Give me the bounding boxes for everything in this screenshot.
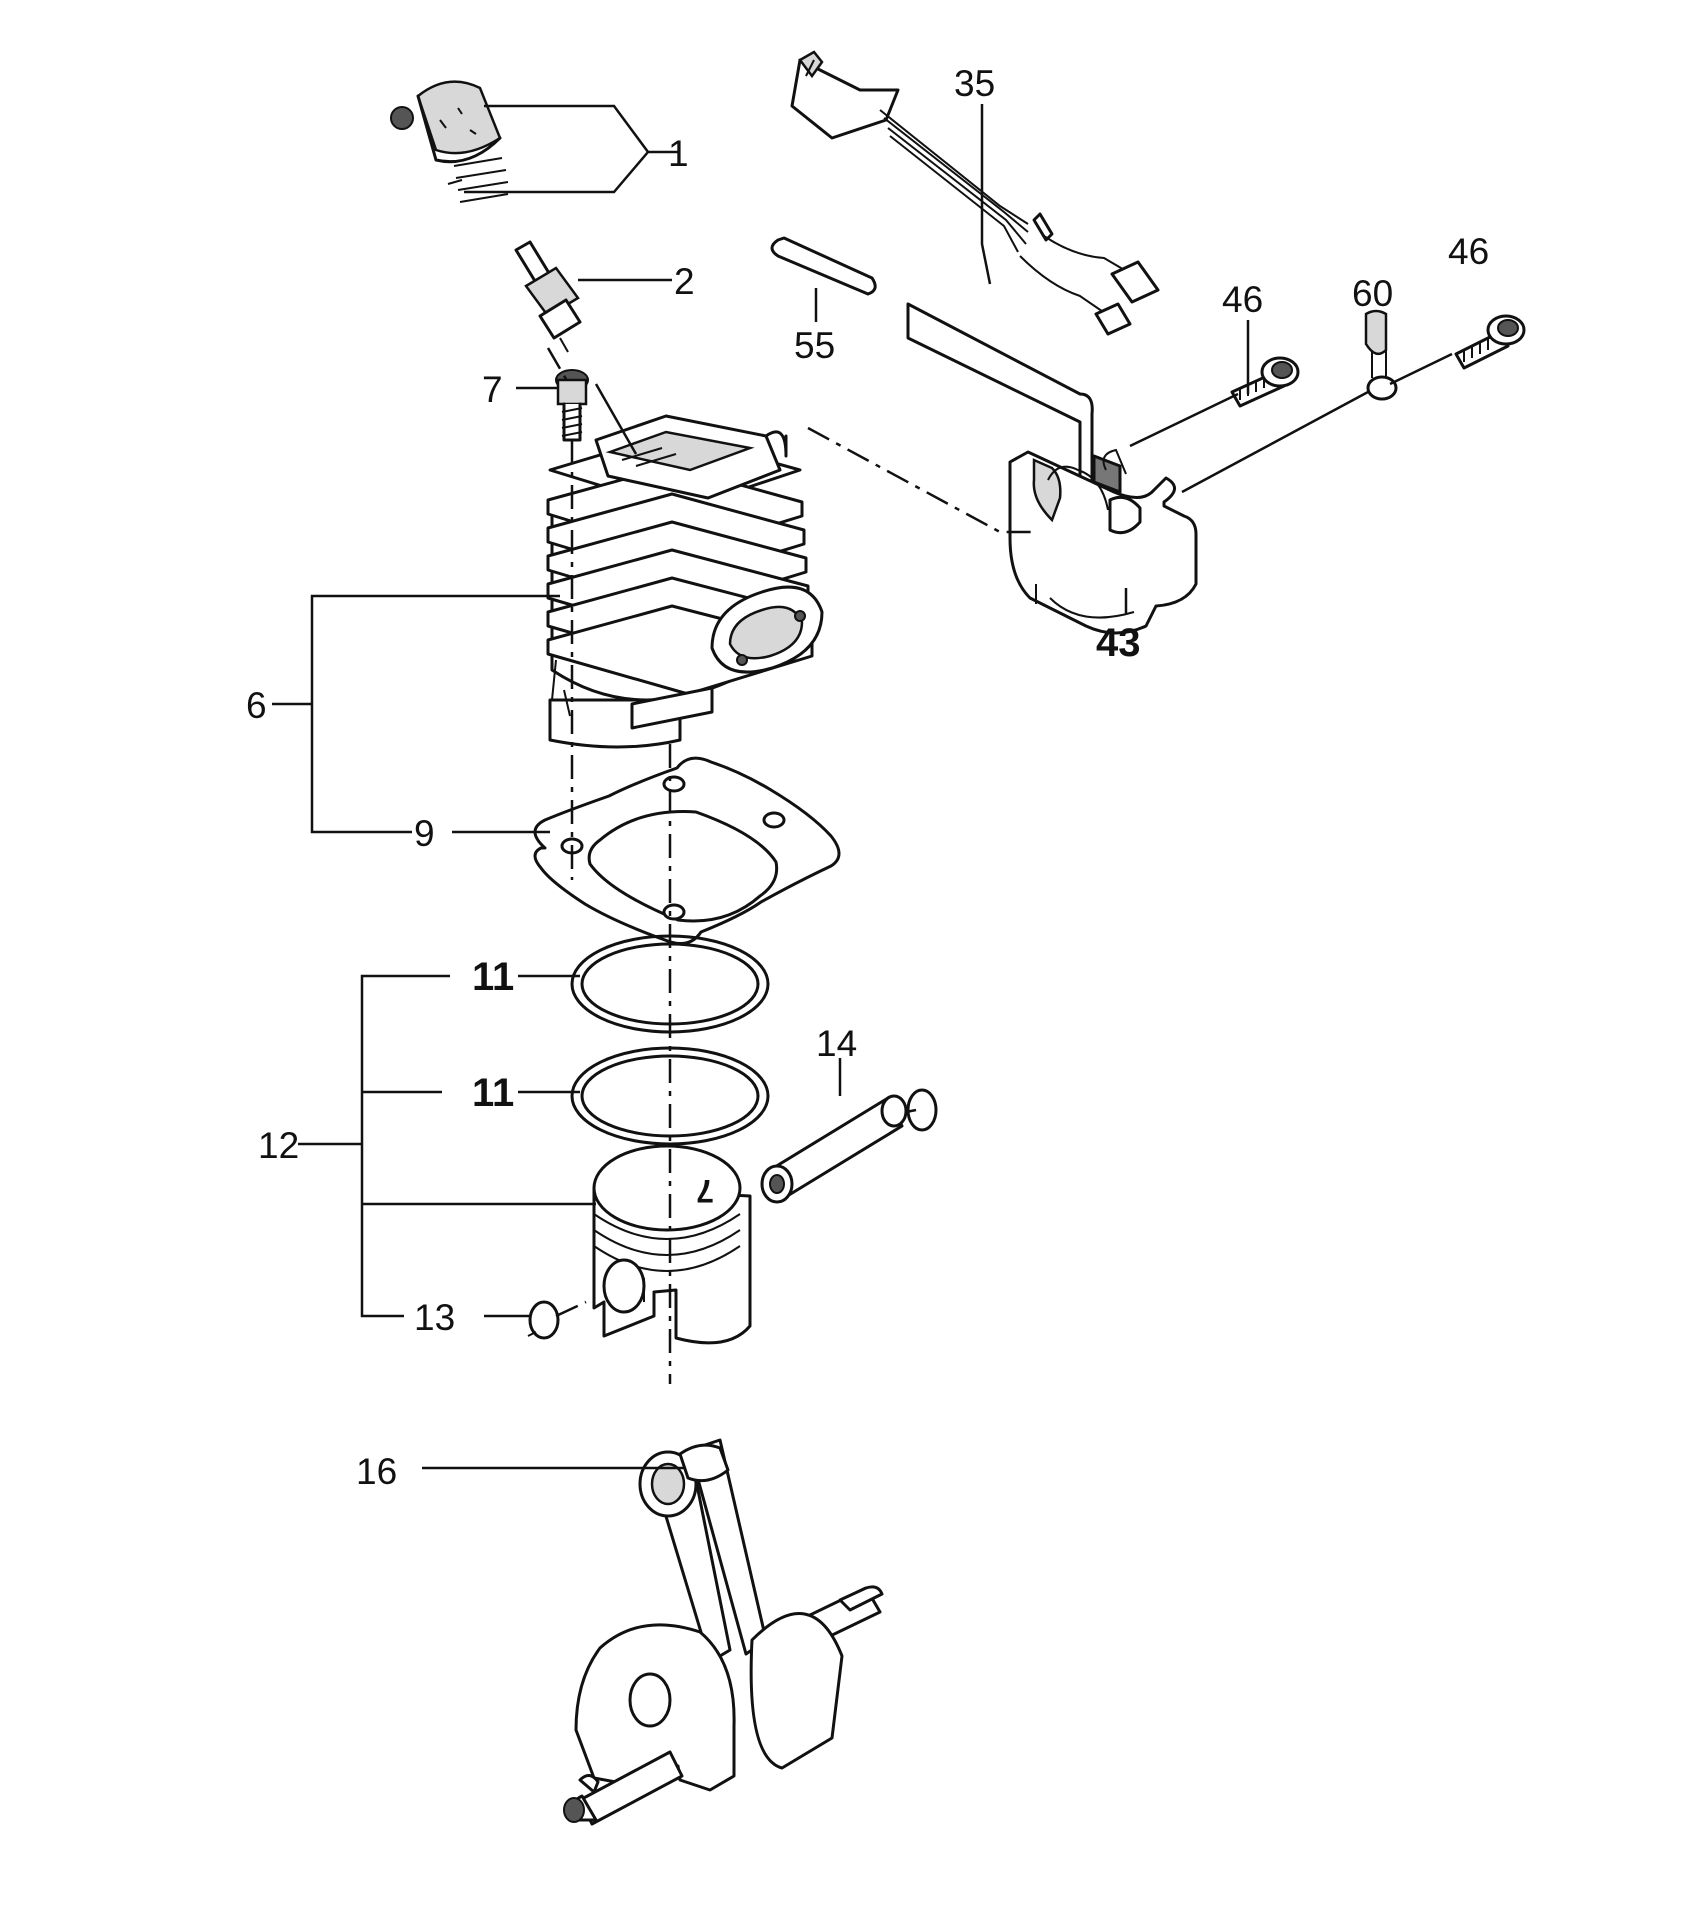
part-13-circlip [527,1300,560,1340]
callout-55: 55 [794,325,835,366]
part-2-spark-plug [514,240,582,353]
callout-6: 6 [246,685,267,726]
part-6-cylinder [546,414,824,749]
part-7-bolt [555,369,589,442]
callout-60: 60 [1352,273,1393,314]
callout-16: 16 [356,1451,397,1492]
callout-35: 35 [954,63,995,104]
part-55-foam-strip [770,236,877,296]
part-43-ignition-coil [906,302,1198,635]
assembly-axes [546,347,1038,1384]
part-14-piston-pin [760,1094,908,1204]
part-16-crankshaft [563,1438,884,1826]
callout-11-upper: 11 [472,955,514,999]
part-60-ground-terminal [1364,309,1398,401]
callout-14: 14 [816,1023,857,1064]
callout-46-left: 46 [1222,279,1263,320]
part-46-screw-left [1230,356,1300,408]
leader-lines [272,104,1453,1470]
part-35-wire-harness [790,50,1160,336]
exhaust-port [710,585,824,674]
callout-7: 7 [482,369,503,410]
part-1-spark-plug-boot [390,80,509,203]
callout-1: 1 [668,133,689,174]
part-46-screw-right [1454,314,1526,370]
callout-43: 43 [1096,621,1141,665]
callout-9: 9 [414,813,435,854]
callout-12: 12 [258,1125,299,1166]
callout-labels: 1 2 7 6 9 11 11 12 13 14 16 35 55 43 46 … [246,63,1489,1492]
piston-arrow-mark: 7 [696,1173,714,1209]
callout-11-lower: 11 [472,1071,514,1115]
callout-46-right: 46 [1448,231,1489,272]
callout-13: 13 [414,1297,455,1338]
part-14-pin-clip [906,1088,938,1132]
callout-2: 2 [674,261,695,302]
part-9-cylinder-gasket [533,756,841,946]
part-12-piston: 7 [592,1144,752,1345]
